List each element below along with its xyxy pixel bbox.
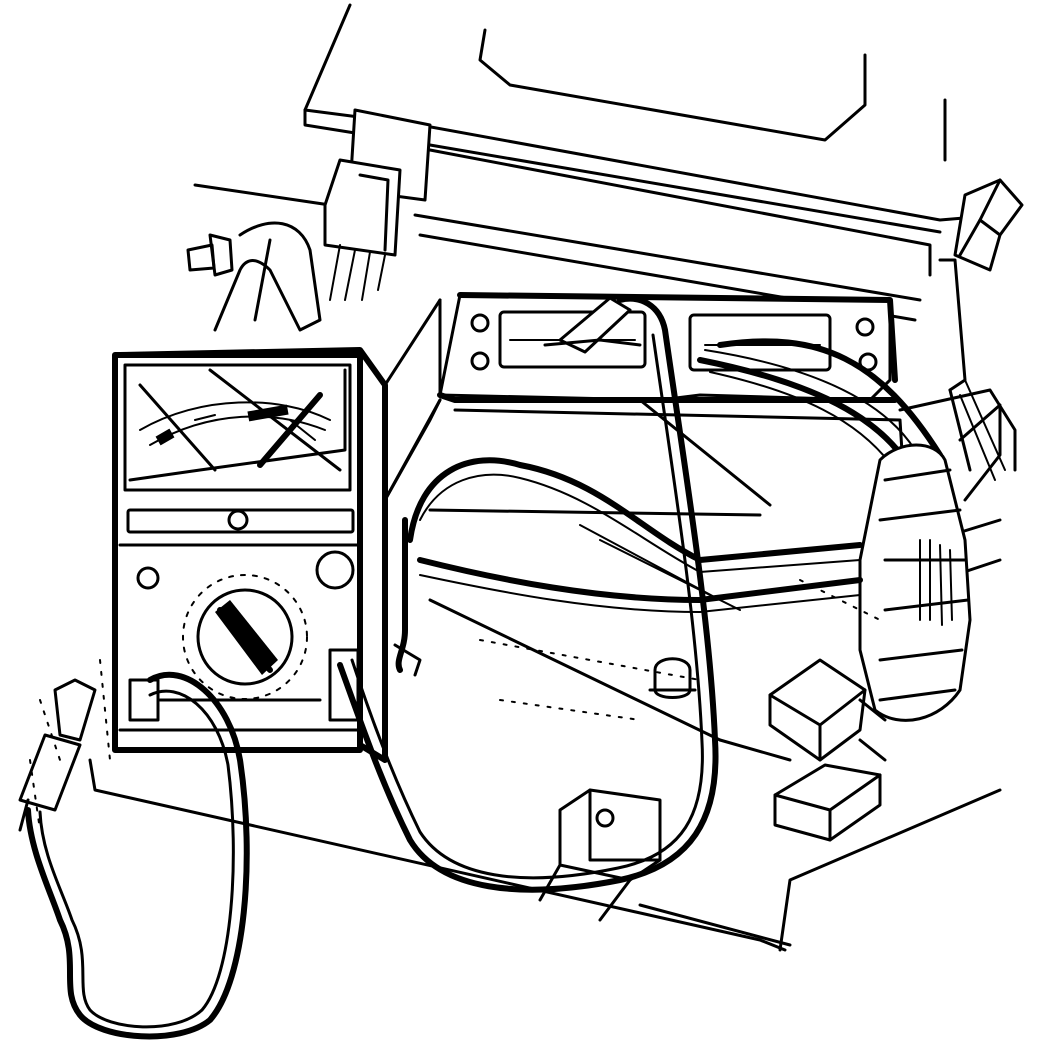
wire-bundle <box>393 457 863 677</box>
test-lead-right <box>337 295 719 893</box>
meter-dial <box>123 363 352 492</box>
wire-harness <box>697 338 972 722</box>
ground-terminal <box>538 657 697 922</box>
multimeter <box>112 347 388 763</box>
surface-texture <box>29 579 881 831</box>
upper-connector <box>186 108 432 332</box>
right-connector <box>938 178 1024 481</box>
test-lead-left <box>18 671 250 1040</box>
lower-right-connectors <box>768 658 887 842</box>
range-selector-knob <box>182 574 308 700</box>
